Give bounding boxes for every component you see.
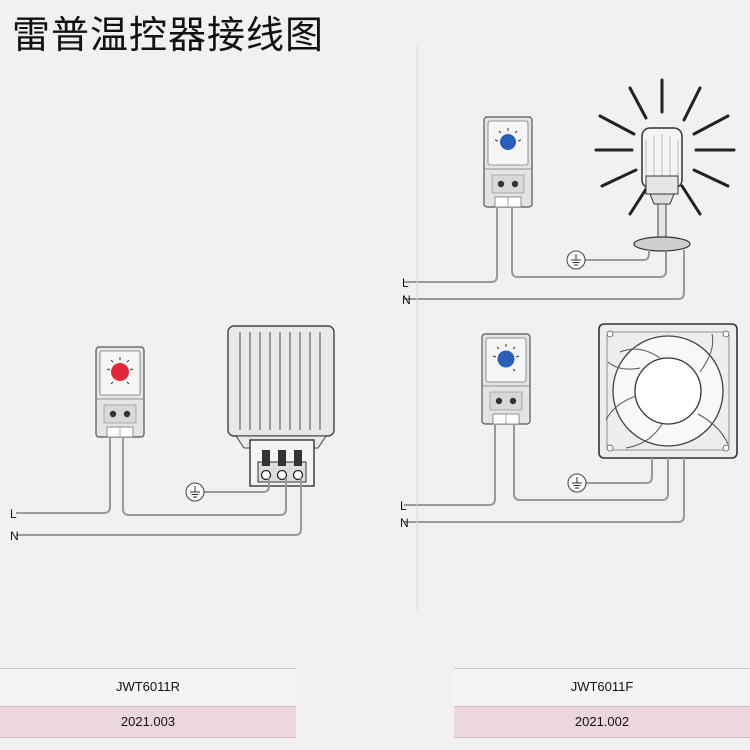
wire-label-neutral: N bbox=[402, 293, 411, 307]
left-date-label: 2021.003 bbox=[0, 706, 296, 738]
wiring-lines bbox=[404, 207, 685, 300]
wire-label-neutral: N bbox=[10, 529, 19, 543]
wiring-lines bbox=[404, 424, 685, 523]
ground-icon bbox=[185, 482, 205, 502]
lamp-icon bbox=[594, 78, 736, 252]
page-title: 雷普温控器接线图 bbox=[12, 13, 325, 57]
thermostat-dial-heater bbox=[111, 363, 129, 381]
thermostat-icon bbox=[481, 333, 531, 425]
wire-label-neutral: N bbox=[400, 516, 409, 530]
thermostat-icon bbox=[95, 346, 145, 438]
thermostat-dial-fan bbox=[497, 350, 515, 368]
heater-icon bbox=[227, 325, 335, 487]
heater-wiring-diagram: L N bbox=[10, 325, 335, 543]
wire-label-live: L bbox=[10, 507, 17, 521]
lamp-wiring-diagram: L N bbox=[402, 78, 736, 307]
wiring-lines bbox=[16, 437, 302, 536]
ground-icon bbox=[567, 473, 587, 493]
thermostat-icon bbox=[483, 116, 533, 208]
thermostat-dial-light bbox=[500, 134, 516, 150]
left-model-label: JWT6011R bbox=[0, 668, 296, 705]
right-date-label: 2021.002 bbox=[454, 706, 750, 738]
fan-icon bbox=[598, 323, 738, 459]
wire-label-live: L bbox=[402, 276, 409, 290]
fan-wiring-diagram: L N bbox=[400, 323, 738, 530]
ground-icon bbox=[566, 250, 586, 270]
wire-label-live: L bbox=[400, 499, 407, 513]
right-model-label: JWT6011F bbox=[454, 668, 750, 705]
